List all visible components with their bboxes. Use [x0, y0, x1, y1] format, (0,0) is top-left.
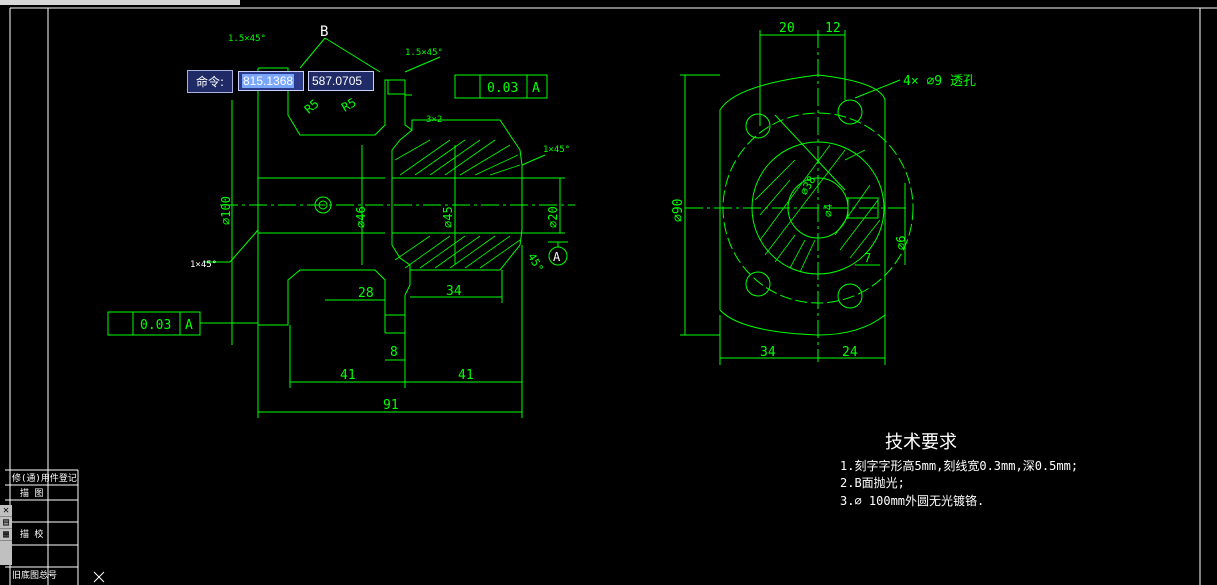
left-tool-strip: ✕ ▤ ▦ — [0, 505, 12, 565]
angle-45: 45° — [525, 251, 546, 275]
top-toolbar-strip — [0, 0, 240, 5]
chamfer-right: 1×45° — [543, 145, 570, 155]
dynamic-input-y[interactable]: 587.0705 — [308, 71, 374, 91]
dim-41-right: 41 — [458, 368, 474, 383]
title-block: 修(通)用件登记 描 图 描 校 旧底图总号 — [12, 472, 77, 581]
title-block-row2: 描 图 — [20, 487, 43, 499]
dia-90: ⌀90 — [671, 199, 686, 222]
chamfer-left-bottom: 1×45° — [190, 260, 217, 270]
dim-28: 28 — [358, 286, 374, 301]
dim-41-left: 41 — [340, 368, 356, 383]
palette-icon[interactable]: ▤ — [0, 517, 12, 529]
radius-2: R5 — [339, 95, 359, 114]
dia-45: ⌀45 — [441, 206, 455, 228]
ucs-icon — [93, 571, 105, 583]
dim-34-right: 34 — [760, 345, 776, 360]
holes-note: 4× ⌀9 透孔 — [903, 74, 976, 89]
dim-24: 24 — [842, 345, 858, 360]
tolerance-left-value: 0.03 — [140, 318, 171, 333]
note-3: 3.⌀ 100mm外圆无光镀铬. — [840, 493, 984, 508]
chamfer-top-right: 1.5×45° — [405, 48, 443, 58]
dia-38: ⌀38 — [797, 174, 818, 198]
tolerance-top-value: 0.03 — [487, 81, 518, 96]
title-block-row1: 修(通)用件登记 — [12, 472, 77, 484]
close-icon[interactable]: ✕ — [0, 505, 12, 517]
drawing-frame — [5, 7, 1217, 585]
dia-20: ⌀20 — [546, 206, 560, 228]
dim-91: 91 — [383, 398, 399, 413]
tolerance-top-datum: A — [532, 81, 540, 96]
tolerance-left-datum: A — [185, 318, 193, 333]
dim-12: 12 — [825, 21, 841, 36]
right-end-view — [680, 30, 914, 365]
dim-20: 20 — [779, 21, 795, 36]
dim-34: 34 — [446, 284, 462, 299]
command-prompt-label: 命令: — [187, 70, 233, 93]
radius-1: R5 — [302, 97, 322, 117]
dia-100: ⌀100 — [219, 196, 233, 225]
dia-4: ⌀4 — [822, 203, 835, 217]
label-b: B — [320, 24, 328, 40]
datum-a: A — [553, 250, 561, 264]
title-block-row3: 描 校 — [20, 528, 43, 540]
dim-6: ⌀6 — [894, 236, 908, 250]
dim-8: 8 — [390, 345, 398, 360]
chamfer-top-left: 1.5×45° — [228, 34, 266, 44]
tech-requirements-title: 技术要求 — [885, 432, 957, 453]
dim-7: 7 — [864, 251, 871, 265]
tech-requirements: 技术要求 1.刻字字形高5mm,刻线宽0.3mm,深0.5mm; 2.B面抛光;… — [840, 432, 1078, 508]
dia-46: ⌀46 — [354, 206, 368, 228]
x-value-text: 815.1368 — [242, 74, 295, 88]
dynamic-input-x[interactable]: 815.1368 — [238, 71, 304, 91]
groove-dim: 3×2 — [426, 115, 442, 125]
note-1: 1.刻字字形高5mm,刻线宽0.3mm,深0.5mm; — [840, 458, 1078, 473]
layer-icon[interactable]: ▦ — [0, 529, 12, 541]
note-2: 2.B面抛光; — [840, 475, 905, 490]
right-view-labels: 20 12 4× ⌀9 透孔 ⌀90 ⌀38 ⌀4 ⌀6 7 34 24 — [671, 21, 976, 360]
title-block-row4: 旧底图总号 — [12, 569, 57, 581]
left-section-view — [107, 37, 575, 418]
